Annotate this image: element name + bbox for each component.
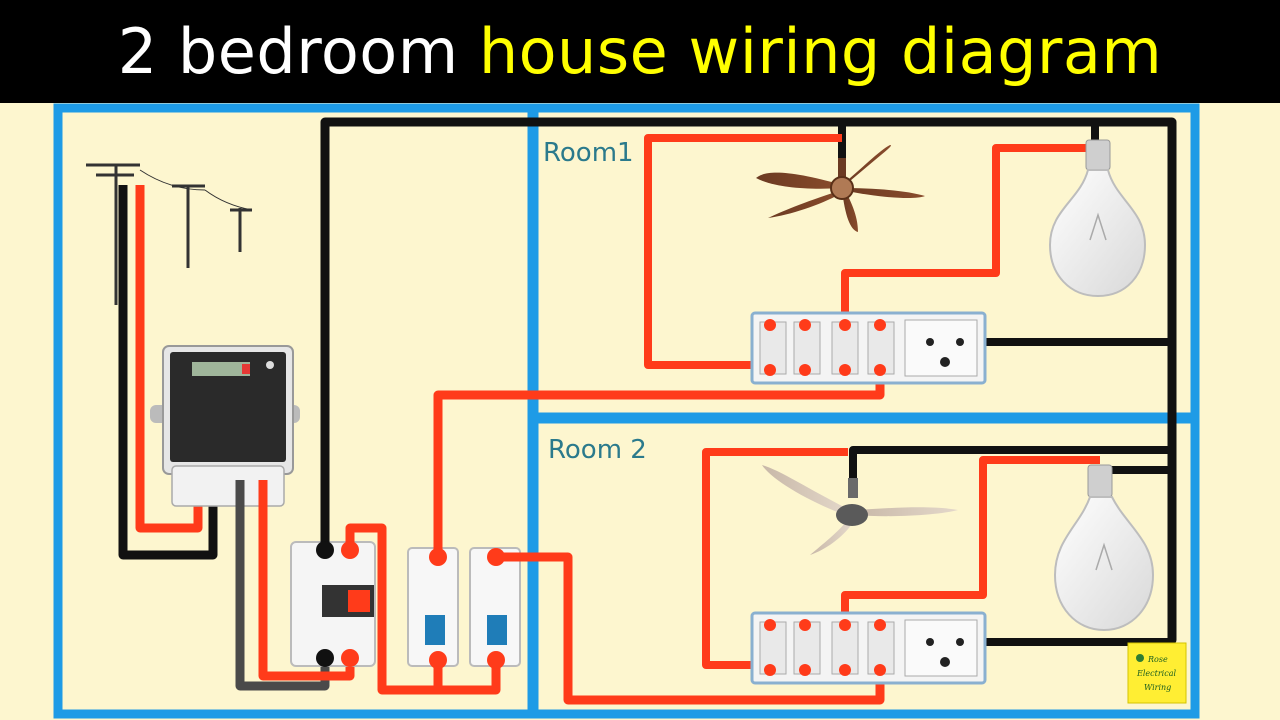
channel-logo: Rose Electrical Wiring [1127, 642, 1187, 704]
ceiling-fan-icon [756, 145, 925, 232]
logo-line1: Rose [1147, 655, 1168, 664]
room1-supply-wire [433, 367, 885, 557]
room2-fan-neutral-wire [849, 446, 1172, 478]
supply-neutral-wire [118, 185, 218, 560]
room1-bulb-switch-wire [841, 144, 1095, 325]
title-bar: 2 bedroom house wiring diagram [0, 0, 1280, 103]
logo-line3: Wiring [1144, 683, 1171, 692]
utility-pole-icon [86, 163, 253, 305]
title-white-part: 2 bedroom [117, 15, 459, 88]
breaker-to-mcb-live-wire [345, 523, 501, 695]
energy-meter-icon [150, 345, 300, 507]
socket-icon [904, 319, 978, 377]
room2-label: Room 2 [548, 435, 647, 465]
light-bulb-icon [1048, 139, 1147, 298]
ceiling-fan-icon [762, 465, 958, 555]
room2-supply-wire [491, 552, 885, 705]
terminal-dots [316, 319, 886, 676]
room2-fan-switch-wire [702, 448, 848, 669]
socket-icon [904, 619, 978, 677]
room1-label: Room1 [543, 138, 634, 168]
logo-line2: Electrical [1136, 669, 1176, 678]
outer-wall [53, 103, 1200, 719]
light-bulb-icon [1053, 464, 1155, 632]
main-breaker-icon [290, 541, 376, 667]
mcb-icon [407, 547, 521, 667]
room2-bulb-switch-wire [841, 456, 1100, 625]
house-walls [53, 103, 1200, 719]
page-title: 2 bedroom house wiring diagram [118, 15, 1163, 88]
title-yellow-part: house wiring diagram [478, 15, 1163, 88]
switchboard-icon [750, 311, 987, 385]
room1-fan-switch-wire [644, 134, 842, 369]
main-neutral-riser-wire [320, 117, 1177, 645]
switchboard-icon [750, 611, 987, 685]
